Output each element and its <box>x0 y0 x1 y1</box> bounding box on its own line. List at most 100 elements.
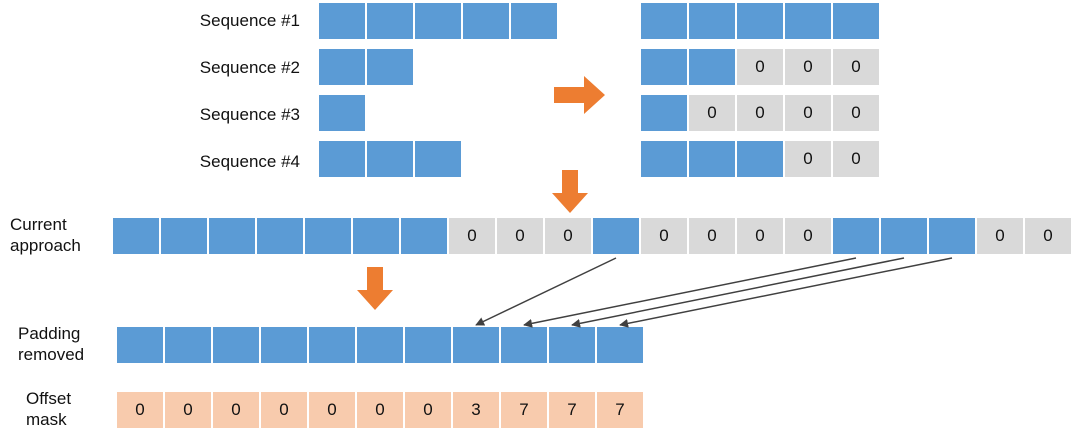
offset-cell: 0 <box>116 391 164 429</box>
token-cell <box>784 2 832 40</box>
token-cell <box>212 326 260 364</box>
padding-cell: 0 <box>688 217 736 255</box>
current-approach-label-line1: Current <box>10 215 67 234</box>
token-cell <box>318 94 366 132</box>
token-cell <box>318 2 366 40</box>
offset-cell: 0 <box>212 391 260 429</box>
token-cell <box>500 326 548 364</box>
sequence-4-row <box>318 140 462 178</box>
padding-cell: 0 <box>640 217 688 255</box>
token-cell <box>640 48 688 86</box>
padding-cell: 0 <box>784 94 832 132</box>
offset-cell: 7 <box>548 391 596 429</box>
offset-mask-label-line2: mask <box>26 410 67 429</box>
current-approach-label-line2: approach <box>10 236 81 255</box>
padding-cell: 0 <box>832 140 880 178</box>
down-arrow-removed-icon <box>357 267 393 310</box>
padding-cell: 0 <box>1024 217 1072 255</box>
offset-cell: 0 <box>308 391 356 429</box>
token-cell <box>592 217 640 255</box>
padding-removed-row <box>116 326 644 364</box>
token-cell <box>736 140 784 178</box>
token-cell <box>832 2 880 40</box>
down-arrow-icon <box>552 170 588 213</box>
padding-removed-label-line1: Padding <box>18 324 81 343</box>
token-cell <box>318 140 366 178</box>
padding-cell: 0 <box>496 217 544 255</box>
token-cell <box>688 2 736 40</box>
token-cell <box>414 140 462 178</box>
current-approach-label: Current approach <box>10 214 81 256</box>
sequence-3-label: Sequence #3 <box>199 105 300 124</box>
padding-cell: 0 <box>784 48 832 86</box>
token-cell <box>640 140 688 178</box>
token-cell <box>366 2 414 40</box>
token-cell <box>414 2 462 40</box>
token-cell <box>304 217 352 255</box>
offset-mask-label-line1: Offset <box>26 389 72 408</box>
connector-arrow <box>571 257 905 328</box>
token-cell <box>160 217 208 255</box>
token-cell <box>356 326 404 364</box>
padding-removed-label: Padding removed <box>18 323 84 365</box>
token-cell <box>112 217 160 255</box>
token-cell <box>366 48 414 86</box>
padding-cell: 0 <box>736 48 784 86</box>
token-cell <box>256 217 304 255</box>
token-cell <box>404 326 452 364</box>
offset-cell: 0 <box>164 391 212 429</box>
padding-cell: 0 <box>688 94 736 132</box>
offset-cell: 0 <box>356 391 404 429</box>
token-cell <box>640 94 688 132</box>
token-cell <box>352 217 400 255</box>
padding-cell: 0 <box>448 217 496 255</box>
token-cell <box>308 326 356 364</box>
padding-cell: 0 <box>784 217 832 255</box>
token-cell <box>400 217 448 255</box>
token-cell <box>366 140 414 178</box>
token-cell <box>116 326 164 364</box>
offset-cell: 0 <box>404 391 452 429</box>
sequence-3-row <box>318 94 366 132</box>
token-cell <box>736 2 784 40</box>
offset-cell: 7 <box>596 391 644 429</box>
token-cell <box>880 217 928 255</box>
sequence-1-row <box>318 2 558 40</box>
token-cell <box>462 2 510 40</box>
token-cell <box>548 326 596 364</box>
connector-arrow <box>475 257 617 326</box>
connector-arrow <box>523 257 857 328</box>
padding-cell: 0 <box>832 48 880 86</box>
connector-arrow <box>619 257 953 328</box>
token-cell <box>688 48 736 86</box>
padding-cell: 0 <box>736 217 784 255</box>
token-cell <box>928 217 976 255</box>
token-cell <box>260 326 308 364</box>
token-cell <box>832 217 880 255</box>
padding-removed-label-line2: removed <box>18 345 85 364</box>
sequence-4-label: Sequence #4 <box>199 152 300 171</box>
sequence-2-label: Sequence #2 <box>199 58 300 77</box>
padding-cell: 0 <box>976 217 1024 255</box>
padding-cell: 0 <box>736 94 784 132</box>
token-cell <box>452 326 500 364</box>
sequence-1-label: Sequence #1 <box>199 11 300 30</box>
token-cell <box>164 326 212 364</box>
token-cell <box>208 217 256 255</box>
token-cell <box>510 2 558 40</box>
token-cell <box>640 2 688 40</box>
connector-lines <box>475 257 953 328</box>
offset-cell: 0 <box>260 391 308 429</box>
padded-row-1 <box>640 2 880 40</box>
token-cell <box>318 48 366 86</box>
offset-cell: 7 <box>500 391 548 429</box>
offset-cell: 3 <box>452 391 500 429</box>
padding-cell: 0 <box>832 94 880 132</box>
padding-cell: 0 <box>544 217 592 255</box>
